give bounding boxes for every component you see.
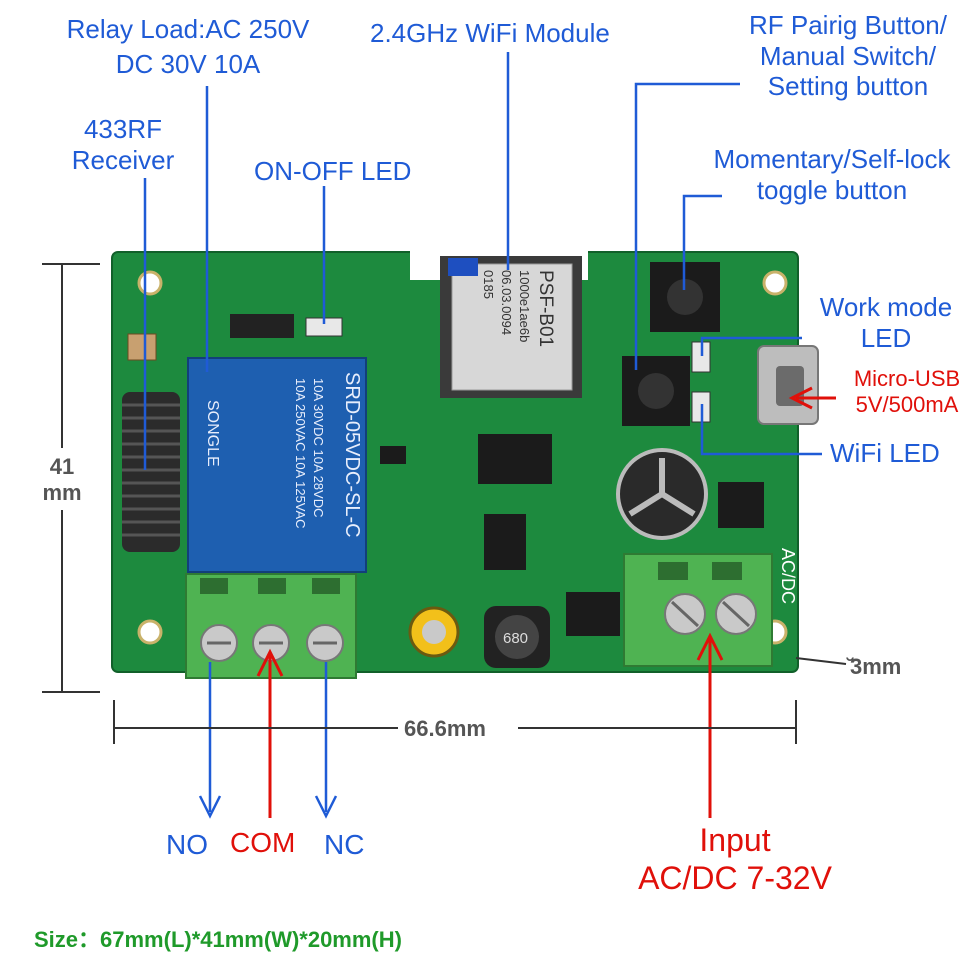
pointer-lines bbox=[143, 52, 822, 819]
pointer-work-mode-led bbox=[700, 336, 802, 356]
relay-brand-text: SONGLE bbox=[204, 400, 221, 467]
terminal-nc-label: NC bbox=[324, 829, 365, 860]
work-mode-led-label: Work mode LED bbox=[806, 292, 966, 353]
relay-model-text: SRD-05VDC-SL-C bbox=[341, 372, 363, 538]
wifi-module: PSF-B01 1000e1ae6b 06.03.0094 0185 bbox=[440, 256, 582, 398]
wifi-led-label: WiFi LED bbox=[830, 438, 940, 468]
relay-rating-b-text: 10A 30VDC 10A 28VDC bbox=[311, 378, 326, 517]
on-off-led-label: ON-OFF LED bbox=[254, 156, 412, 186]
rf-button-line3: Setting button bbox=[767, 71, 929, 102]
relay-load-label: Relay Load:AC 250V DC 30V 10A bbox=[40, 14, 336, 79]
micro-usb-label: Micro-USB 5V/500mA bbox=[838, 366, 976, 418]
rf-button-line1: RF Pairig Button/ bbox=[749, 10, 947, 40]
relay-rating-a-text: 10A 250VAC 10A 125VAC bbox=[293, 378, 308, 529]
size-note: Size：67mm(L)*41mm(W)*20mm(H) bbox=[34, 927, 402, 952]
ic-chip-4 bbox=[718, 482, 764, 528]
toggle-line1: Momentary/Self-lock bbox=[713, 144, 951, 174]
inductor-text: 680 bbox=[503, 630, 528, 647]
rf-receiver-line1: 433RF bbox=[83, 114, 163, 144]
toggle-button-label: Momentary/Self-lock toggle button bbox=[694, 144, 970, 205]
pointer-toggle-button bbox=[682, 194, 722, 290]
arrow-no bbox=[198, 795, 222, 819]
input-terminal-block: AC/DC bbox=[623, 548, 798, 667]
rf-button-line2: Manual Switch/ bbox=[759, 40, 937, 71]
ic-chip-3 bbox=[566, 592, 620, 636]
mount-hole-tr bbox=[762, 270, 788, 296]
module-line1-text: PSF-B01 bbox=[535, 270, 556, 347]
arrow-nc bbox=[314, 795, 338, 819]
relay-load-line2: DC 30V 10A bbox=[115, 48, 261, 79]
rf-button-label: RF Pairig Button/ Manual Switch/ Setting… bbox=[728, 10, 968, 102]
module-line3-text: 06.03.0094 bbox=[499, 270, 514, 335]
pointer-wifi-led bbox=[700, 404, 822, 456]
rf-receiver-label: 433RF Receiver bbox=[58, 114, 188, 175]
input-line1: Input bbox=[699, 822, 771, 858]
arrow-input bbox=[696, 632, 724, 661]
dimension-lines bbox=[42, 263, 847, 744]
input-label: Input AC/DC 7-32V bbox=[610, 822, 860, 898]
hole-leader bbox=[795, 657, 847, 665]
small-component-1 bbox=[380, 446, 406, 464]
rf-receiver-line2: Receiver bbox=[71, 144, 175, 175]
micro-usb-line2: 5V/500mA bbox=[855, 391, 959, 417]
height-unit: mm bbox=[42, 480, 82, 505]
module-line2-text: 1000e1ae6b bbox=[517, 270, 532, 342]
height-value: 41 bbox=[49, 454, 75, 479]
wifi-module-label: 2.4GHz WiFi Module bbox=[370, 18, 610, 48]
rf-pairing-button bbox=[622, 356, 690, 426]
ic-chip-1 bbox=[478, 434, 552, 484]
toggle-line2: toggle button bbox=[756, 174, 908, 205]
work-mode-line2: LED bbox=[860, 322, 912, 353]
pointer-rf-button bbox=[634, 82, 740, 370]
module-line4-text: 0185 bbox=[481, 270, 496, 299]
rf-receiver-chip bbox=[127, 333, 157, 361]
hole-dimension-label: ̆3mm bbox=[850, 654, 902, 679]
rf-antenna-coil bbox=[122, 392, 180, 552]
height-dimension-label: 41 mm bbox=[30, 454, 94, 506]
arrow-com bbox=[256, 648, 284, 677]
work-mode-line1: Work mode bbox=[819, 292, 953, 322]
arrow-usb bbox=[788, 386, 813, 410]
terminal-no-label: NO bbox=[166, 829, 208, 860]
input-line2: AC/DC 7-32V bbox=[638, 859, 832, 896]
mount-hole-tl bbox=[137, 270, 163, 296]
micro-usb-port bbox=[757, 345, 819, 425]
terminal-com-label: COM bbox=[230, 827, 296, 858]
diode bbox=[230, 314, 294, 338]
terminal-label-text: AC/DC bbox=[778, 548, 798, 604]
relay-load-line1: Relay Load:AC 250V bbox=[66, 14, 310, 44]
ic-chip-2 bbox=[484, 514, 526, 570]
width-dimension-label: 66.6mm bbox=[404, 716, 486, 741]
mount-hole-bl bbox=[137, 619, 163, 645]
relay: SRD-05VDC-SL-C 10A 250VAC 10A 125VAC 10A… bbox=[187, 357, 367, 573]
micro-usb-line1: Micro-USB bbox=[853, 366, 961, 391]
inductor: 680 bbox=[484, 606, 550, 668]
